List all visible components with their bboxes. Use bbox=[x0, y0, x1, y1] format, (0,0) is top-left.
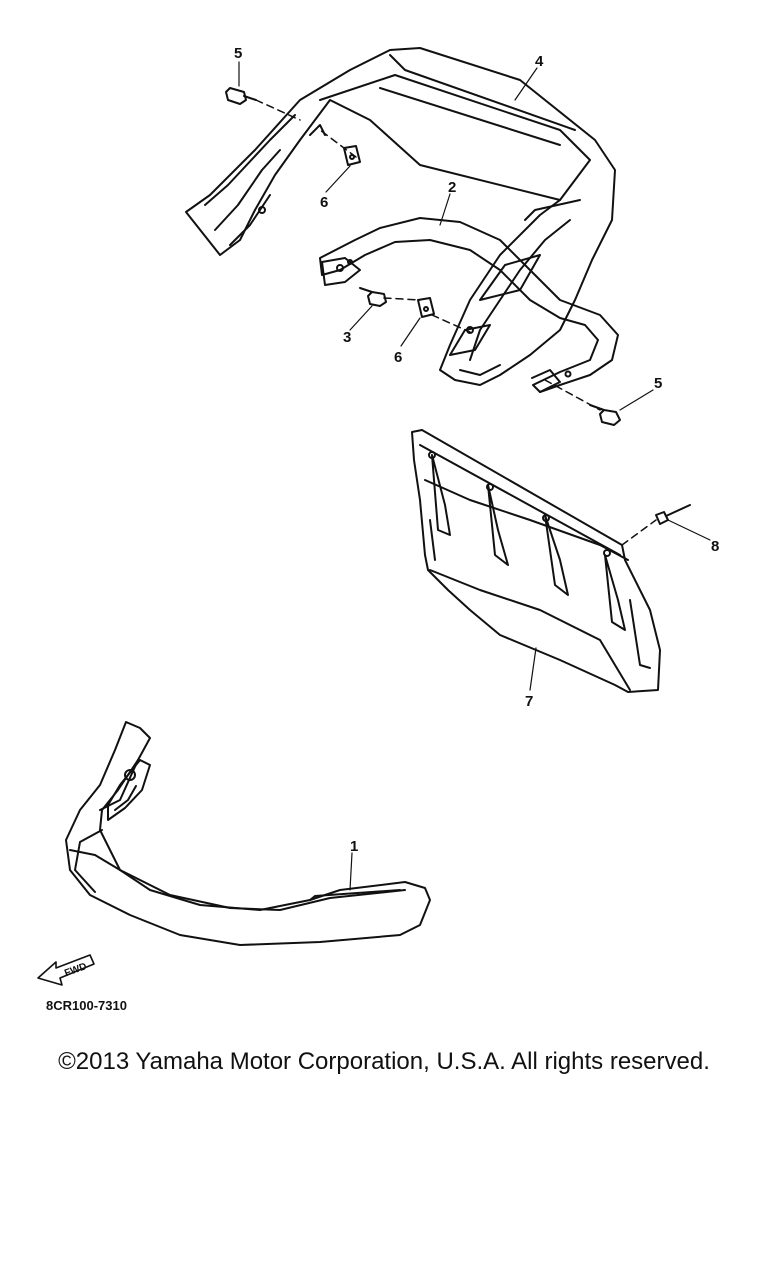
bolt-5-upper bbox=[225, 87, 257, 105]
part-2-rear-bar bbox=[319, 217, 619, 393]
callout-1: 1 bbox=[350, 838, 358, 855]
copyright-notice: ©2013 Yamaha Motor Corporation, U.S.A. A… bbox=[58, 1048, 710, 1075]
callout-6-upper: 6 bbox=[320, 194, 328, 211]
exploded-parts-diagram: 5 4 6 2 3 6 5 8 7 1 FWD bbox=[37, 45, 719, 986]
fwd-arrow-icon bbox=[37, 954, 95, 986]
rivet-8 bbox=[655, 504, 691, 525]
callout-4: 4 bbox=[535, 53, 544, 70]
bolt-3 bbox=[359, 287, 387, 307]
callout-5-lower: 5 bbox=[654, 375, 662, 392]
callout-2: 2 bbox=[448, 179, 456, 196]
assembly-lines bbox=[255, 99, 657, 546]
callout-5-upper: 5 bbox=[234, 45, 242, 62]
part-4-grab-bar bbox=[185, 47, 616, 386]
leader-lines bbox=[238, 61, 711, 891]
callout-7: 7 bbox=[525, 693, 533, 710]
part-1-front-bumper bbox=[65, 721, 431, 946]
nut-6-upper bbox=[343, 145, 361, 166]
callout-3: 3 bbox=[343, 329, 351, 346]
callout-6-lower: 6 bbox=[394, 349, 402, 366]
nut-6-lower bbox=[417, 297, 435, 318]
catalog-code: 8CR100-7310 bbox=[46, 998, 127, 1013]
bolt-5-lower bbox=[589, 404, 621, 426]
part-7-snow-flap bbox=[411, 429, 661, 693]
callout-8: 8 bbox=[711, 538, 719, 555]
